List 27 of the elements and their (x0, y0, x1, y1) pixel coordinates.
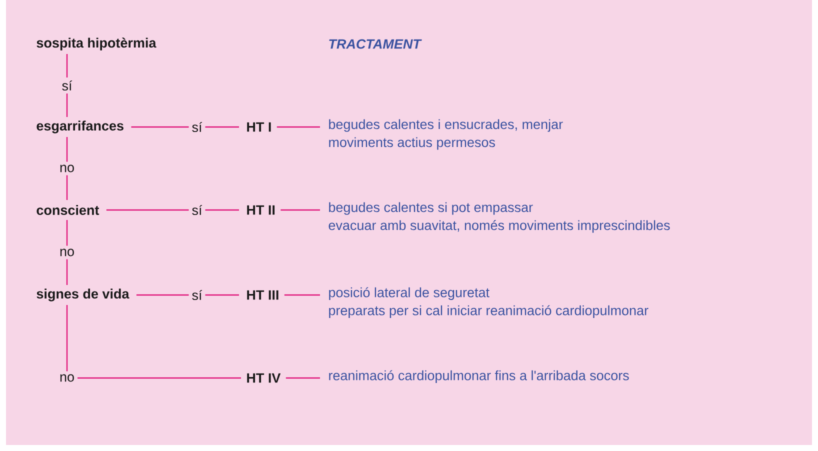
connector-line (136, 294, 239, 296)
stage-label: HT IV (247, 373, 281, 383)
treatment-text: posició lateral de seguretat preparats per si cal iniciar reanimació cardiopulmonar (329, 287, 648, 318)
edge-label: no (56, 371, 78, 385)
column-heading: TRACTAMENT (329, 39, 422, 49)
treatment-text: reanimació cardiopulmonar fins a l'arribada socors (329, 370, 629, 383)
edge-label: no (56, 162, 78, 176)
question-text: conscient (36, 205, 100, 215)
treatment-text: begudes calentes i ensucrades, menjar moviments actius permesos (329, 119, 563, 150)
stage-label: HT II (247, 205, 275, 215)
edge-label: no (56, 246, 78, 260)
connector-line (66, 305, 241, 379)
connector-line (66, 54, 68, 117)
connector-line (286, 377, 320, 379)
stage-label: HT I (247, 122, 271, 132)
connector-line (106, 209, 239, 211)
stage-label: HT III (247, 290, 278, 300)
question-text: sospita hipotèrmia (36, 38, 156, 50)
treatment-text: begudes calentes si pot empassar evacuar amb suavitat, només moviments imprescindibles (328, 202, 670, 233)
connector-line (131, 126, 239, 128)
connector-line (66, 220, 68, 285)
connector-line (276, 126, 320, 128)
connector-line (280, 209, 320, 211)
question-text: signes de vida (36, 288, 130, 302)
connector-line (284, 294, 320, 296)
connector-line (66, 137, 68, 200)
question-text: esgarrifances (36, 120, 124, 134)
